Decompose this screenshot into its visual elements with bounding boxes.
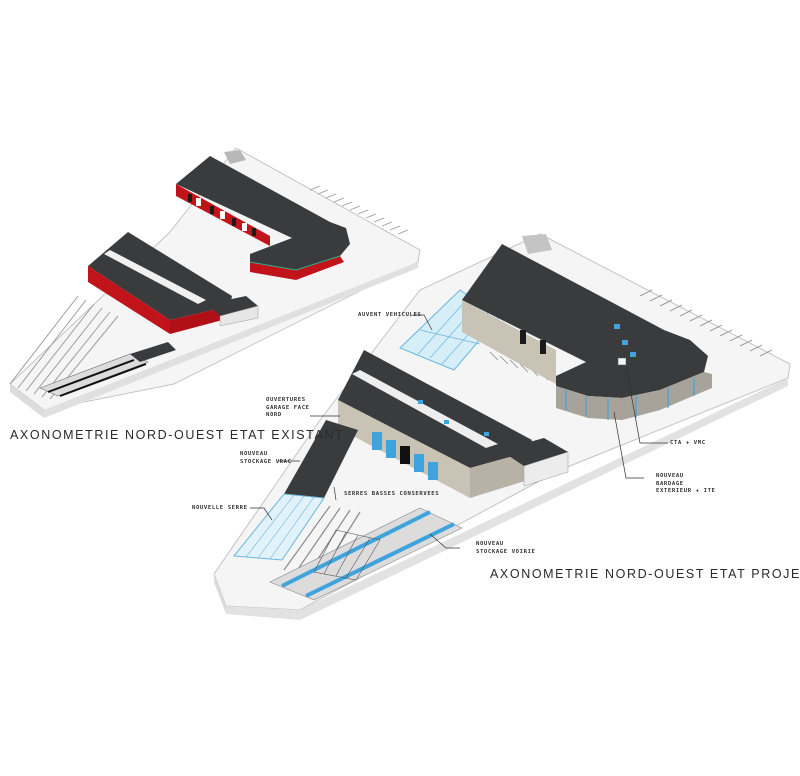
annotation-stockage-vrac: NOUVEAU STOCKAGE VRAC xyxy=(240,451,292,465)
annotation-cta-vmc: CTA + VMC xyxy=(670,440,706,446)
annotation-nouvelle-serre: NOUVELLE SERRE xyxy=(192,505,248,511)
annotation-stockage-voirie: NOUVEAU STOCKAGE VOIRIE xyxy=(476,541,536,555)
leader-lines xyxy=(250,314,668,549)
project-state-title: AXONOMETRIE NORD-OUEST ETAT PROJET xyxy=(490,567,800,581)
existing-site xyxy=(9,147,421,418)
annotation-serres-basses: SERRES BASSES CONSERVEES xyxy=(344,491,440,497)
annotation-auvent-vehicules: AUVENT VEHICULES xyxy=(358,312,422,318)
annotation-ouvertures-garage: OUVERTURES GARAGE FACE NORD xyxy=(266,397,310,418)
project-site xyxy=(213,233,791,620)
existing-state-title: AXONOMETRIE NORD-OUEST ETAT EXISTANT xyxy=(10,428,345,442)
annotation-bardage: NOUVEAU BARDAGE EXTERIEUR + ITE xyxy=(656,473,716,494)
